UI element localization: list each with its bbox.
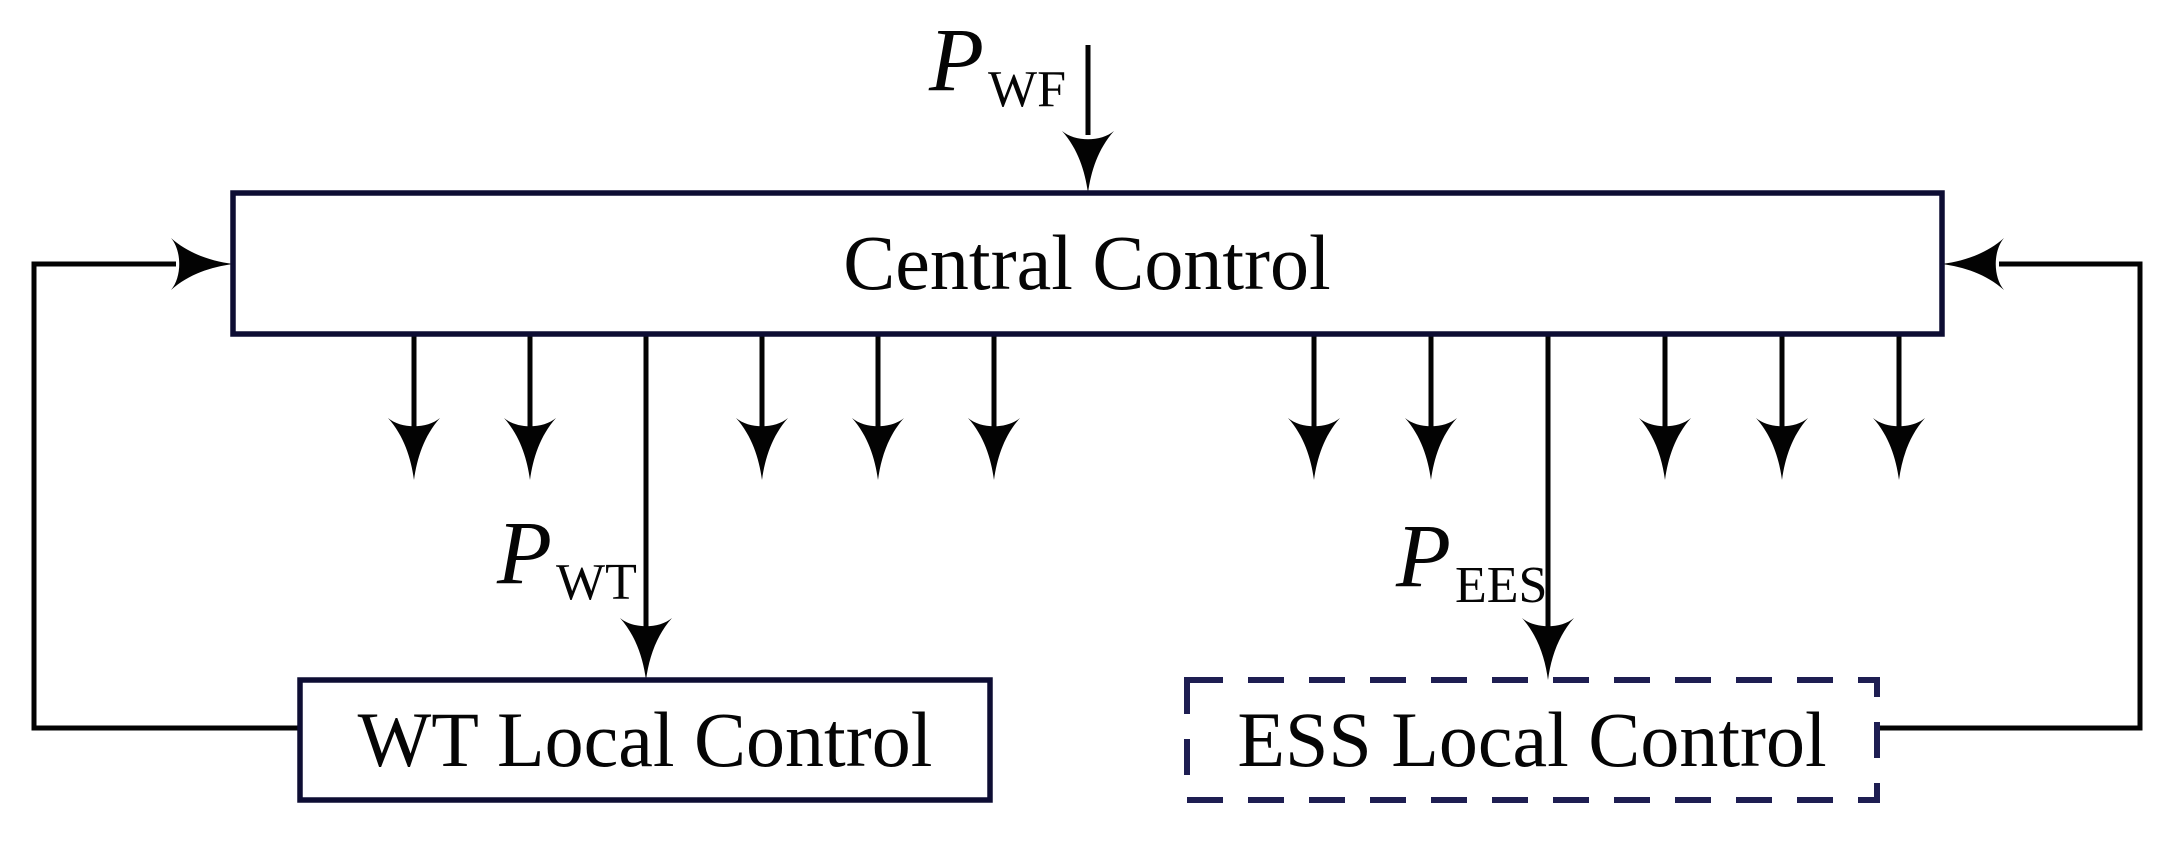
p-ees-base: P xyxy=(1395,507,1451,606)
command-arrows-right xyxy=(1288,336,1925,480)
p-wf-label: P WF xyxy=(928,11,1066,118)
command-arrow xyxy=(504,336,556,480)
p-wt-subscript: WT xyxy=(556,554,637,611)
command-arrow xyxy=(1639,336,1691,480)
command-arrow xyxy=(1756,336,1808,480)
p-wf-arrow xyxy=(1062,45,1114,193)
command-arrow xyxy=(1873,336,1925,480)
p-ees-subscript: EES xyxy=(1455,557,1547,614)
command-arrow xyxy=(968,336,1020,480)
command-arrow xyxy=(1405,336,1457,480)
command-arrow xyxy=(388,336,440,480)
ess-feedback-loop xyxy=(1877,238,2143,731)
ess-local-control-box xyxy=(1184,677,1880,803)
wt-local-control-box xyxy=(297,677,993,803)
command-arrow xyxy=(736,336,788,480)
p-wf-subscript: WF xyxy=(988,61,1066,118)
p-wt-base: P xyxy=(496,504,552,603)
p-wt-arrow xyxy=(620,336,672,680)
central-control-box xyxy=(230,190,1945,337)
p-ees-arrow xyxy=(1522,336,1574,680)
command-arrow xyxy=(1288,336,1340,480)
p-wt-label: P WT xyxy=(496,504,637,611)
p-ees-label: P EES xyxy=(1395,507,1547,614)
wt-local-control-label: WT Local Control xyxy=(358,696,933,783)
ess-local-control-label: ESS Local Control xyxy=(1237,696,1826,783)
central-control-label: Central Control xyxy=(843,219,1330,306)
command-arrows-left xyxy=(388,336,1020,480)
wt-feedback-loop xyxy=(31,238,300,731)
command-arrow xyxy=(852,336,904,480)
ess-feedback-line xyxy=(1877,261,2143,731)
wt-feedback-line xyxy=(31,261,300,731)
p-wf-base: P xyxy=(928,11,984,110)
